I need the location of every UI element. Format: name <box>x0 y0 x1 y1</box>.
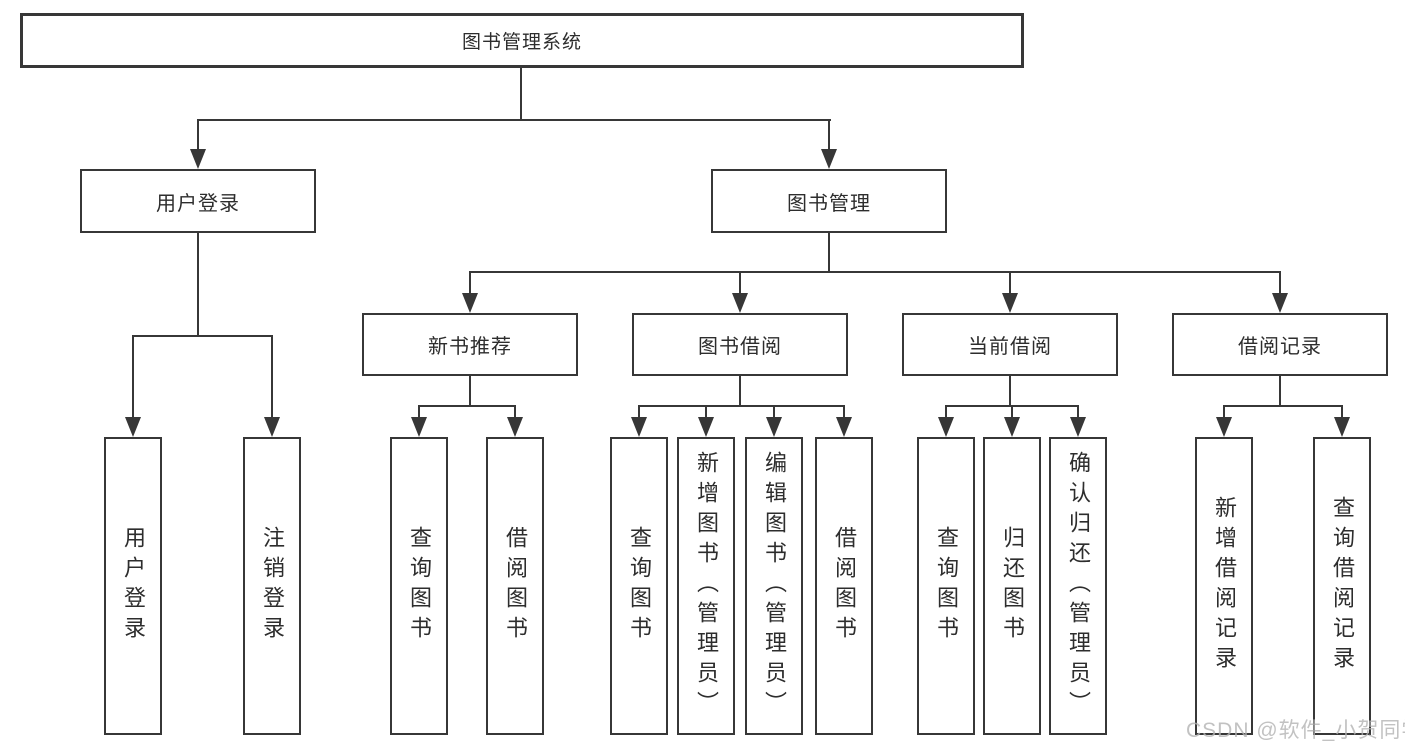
leaf-label: 用户登录 <box>121 526 146 646</box>
connector-line <box>469 271 471 295</box>
leaf-label: 查询图书 <box>934 526 959 646</box>
node-label: 当前借阅 <box>968 336 1052 358</box>
csdn-watermark: CSDN @软件_小贺同学 <box>1186 719 1405 742</box>
connector-line <box>638 405 845 407</box>
arrow-down-icon <box>411 417 427 437</box>
leaf-confirm-return-admin: 确认归还（管理员） <box>1049 437 1107 735</box>
connector-line <box>1009 376 1011 406</box>
connector-line <box>1011 405 1013 419</box>
connector-line <box>773 405 775 419</box>
leaf-query-books-borrowing: 查询图书 <box>610 437 668 735</box>
arrow-down-icon <box>190 149 206 169</box>
leaf-add-borrow-record: 新增借阅记录 <box>1195 437 1253 735</box>
connector-line <box>469 376 471 406</box>
arrow-down-icon <box>1002 293 1018 313</box>
arrow-down-icon <box>125 417 141 437</box>
leaf-return-books: 归还图书 <box>983 437 1041 735</box>
arrow-down-icon <box>507 417 523 437</box>
node-library-management-system: 图书管理系统 <box>20 13 1024 68</box>
connector-line <box>514 405 516 419</box>
connector-line <box>843 405 845 419</box>
connector-line <box>1223 405 1225 419</box>
leaf-label: 查询图书 <box>627 526 652 646</box>
connector-line <box>705 405 707 419</box>
arrow-down-icon <box>766 417 782 437</box>
node-label: 图书借阅 <box>698 336 782 358</box>
connector-line <box>1279 271 1281 295</box>
node-borrowing-records: 借阅记录 <box>1172 313 1388 376</box>
leaf-label: 借阅图书 <box>503 526 528 646</box>
node-book-management: 图书管理 <box>711 169 947 233</box>
connector-line <box>469 271 1281 273</box>
connector-line <box>638 405 640 419</box>
leaf-label: 确认归还（管理员） <box>1066 451 1091 721</box>
leaf-add-books-admin: 新增图书（管理员） <box>677 437 735 735</box>
connector-line <box>271 335 273 419</box>
connector-line <box>1223 405 1343 407</box>
connector-line <box>739 376 741 406</box>
arrow-down-icon <box>1004 417 1020 437</box>
leaf-borrow-books: 借阅图书 <box>815 437 873 735</box>
node-label: 图书管理系统 <box>461 32 582 53</box>
connector-line <box>1009 271 1011 295</box>
arrow-down-icon <box>462 293 478 313</box>
leaf-label: 归还图书 <box>1000 526 1025 646</box>
connector-line <box>520 68 522 119</box>
connector-line <box>739 271 741 295</box>
arrow-down-icon <box>732 293 748 313</box>
connector-line <box>1279 376 1281 406</box>
arrow-down-icon <box>631 417 647 437</box>
connector-line <box>418 405 420 419</box>
connector-line <box>197 119 831 121</box>
leaf-query-books-recommend: 查询图书 <box>390 437 448 735</box>
leaf-label: 编辑图书（管理员） <box>762 451 787 721</box>
arrow-down-icon <box>836 417 852 437</box>
connector-line <box>197 119 199 151</box>
connector-line <box>132 335 273 337</box>
leaf-query-books-current: 查询图书 <box>917 437 975 735</box>
node-label: 借阅记录 <box>1238 336 1322 358</box>
connector-line <box>418 405 516 407</box>
leaf-label: 查询图书 <box>407 526 432 646</box>
arrow-down-icon <box>1334 417 1350 437</box>
leaf-edit-books-admin: 编辑图书（管理员） <box>745 437 803 735</box>
arrow-down-icon <box>264 417 280 437</box>
connector-line <box>1341 405 1343 419</box>
node-current-borrowing: 当前借阅 <box>902 313 1118 376</box>
node-new-book-recommend: 新书推荐 <box>362 313 578 376</box>
connector-line <box>945 405 947 419</box>
leaf-label: 新增图书（管理员） <box>694 451 719 721</box>
leaf-user-login: 用户登录 <box>104 437 162 735</box>
leaf-label: 新增借阅记录 <box>1212 496 1237 676</box>
leaf-query-borrow-record: 查询借阅记录 <box>1313 437 1371 735</box>
arrow-down-icon <box>1216 417 1232 437</box>
leaf-borrow-books-recommend: 借阅图书 <box>486 437 544 735</box>
leaf-label: 注销登录 <box>260 526 285 646</box>
arrow-down-icon <box>1272 293 1288 313</box>
node-book-borrowing: 图书借阅 <box>632 313 848 376</box>
node-label: 用户登录 <box>156 192 240 215</box>
connector-line <box>197 233 199 337</box>
arrow-down-icon <box>821 149 837 169</box>
connector-line <box>828 119 830 151</box>
connector-line <box>1077 405 1079 419</box>
arrow-down-icon <box>698 417 714 437</box>
connector-line <box>828 233 830 273</box>
node-label: 新书推荐 <box>428 336 512 358</box>
leaf-label: 查询借阅记录 <box>1330 496 1355 676</box>
leaf-label: 借阅图书 <box>832 526 857 646</box>
node-label: 图书管理 <box>787 192 871 215</box>
arrow-down-icon <box>1070 417 1086 437</box>
connector-line <box>132 335 134 419</box>
arrow-down-icon <box>938 417 954 437</box>
leaf-logout: 注销登录 <box>243 437 301 735</box>
node-user-login: 用户登录 <box>80 169 316 233</box>
